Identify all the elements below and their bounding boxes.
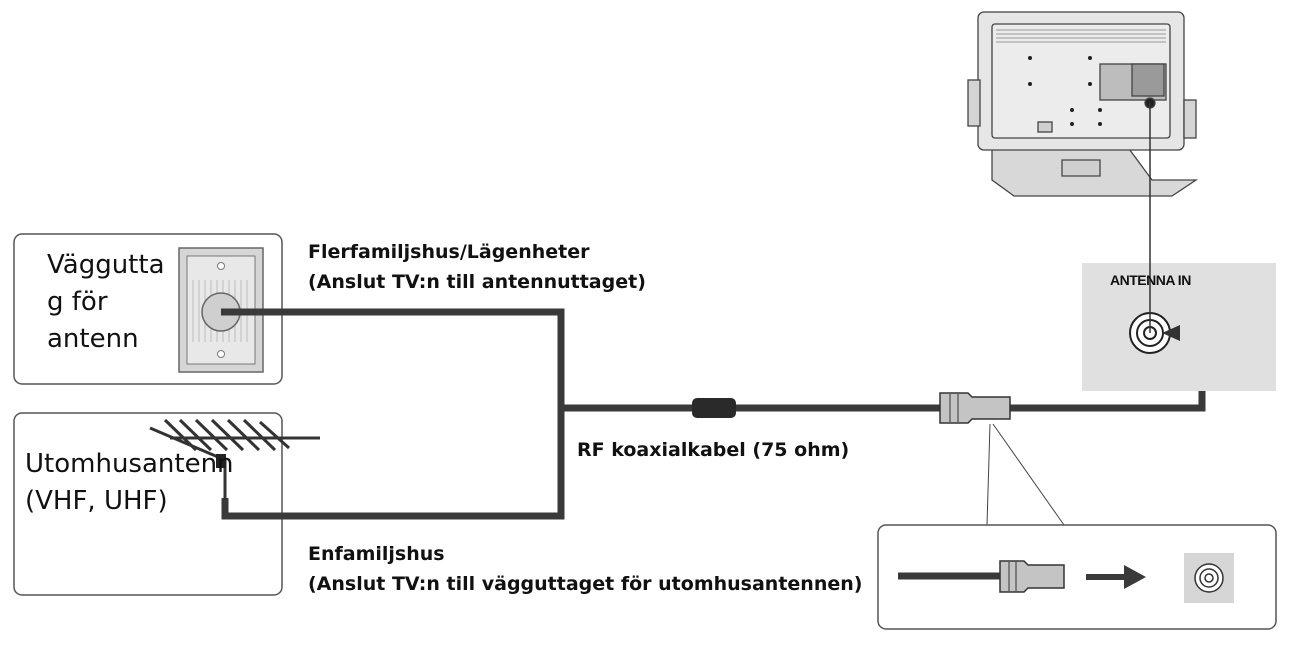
outdoor-antenna-label-2: (VHF, UHF) (25, 486, 168, 516)
outdoor-antenna-label-1: Utomhusantenn (25, 449, 234, 479)
antenna-in-label: ANTENNA IN (1110, 272, 1191, 288)
outdoor-antenna-box (13, 412, 283, 596)
cable-ferrite (692, 398, 736, 418)
wall-outlet-label-2: g för (47, 287, 108, 317)
wall-outlet-label-1: Väggutta (47, 250, 165, 280)
detail-plug-icon (999, 560, 1065, 593)
single-family-desc: (Anslut TV:n till vägguttaget för utomhu… (308, 573, 863, 595)
rf-plug-icon (939, 392, 1011, 424)
multi-family-desc: (Anslut TV:n till antennuttaget) (308, 271, 646, 293)
tv-back-icon (967, 11, 1199, 197)
cable-label: RF koaxialkabel (75 ohm) (577, 439, 850, 461)
arrow-icon (1086, 565, 1146, 589)
multi-family-title: Flerfamiljshus/Lägenheter (308, 241, 590, 263)
yagi-antenna-icon (149, 418, 320, 500)
detail-port-icon (1184, 553, 1234, 603)
detail-box (877, 524, 1277, 630)
single-family-title: Enfamiljshus (308, 543, 445, 565)
wall-outlet-label-3: antenn (47, 324, 139, 354)
